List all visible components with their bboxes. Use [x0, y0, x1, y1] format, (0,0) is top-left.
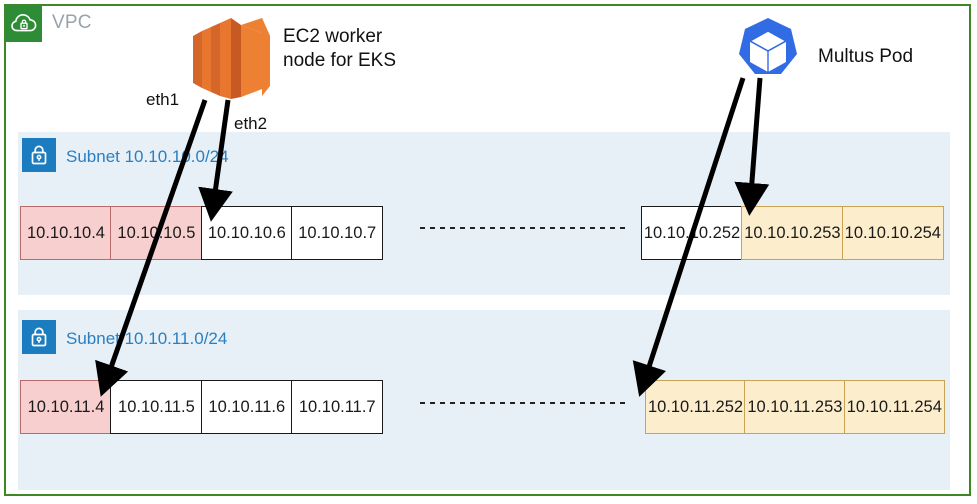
ip-cell[interactable]: 10.10.10.6 [200, 206, 293, 260]
ip-cell[interactable]: 10.10.10.254 [841, 206, 944, 260]
ec2-node-label: EC2 worker node for EKS [283, 26, 397, 72]
ip-cell[interactable]: 10.10.10.5 [110, 206, 203, 260]
subnet-lock-icon [22, 138, 56, 172]
ip-cell[interactable]: 10.10.11.254 [843, 380, 945, 434]
ip-table-subnet2-right: 10.10.11.252 10.10.11.253 10.10.11.254 [645, 380, 945, 434]
ip-cell[interactable]: 10.10.10.252 [641, 206, 743, 260]
ip-cell[interactable]: 10.10.10.4 [20, 206, 112, 260]
subnet-title-2: Subnet 10.10.11.0/24 [66, 329, 228, 348]
eth2-label: eth2 [234, 114, 268, 133]
ip-cell[interactable]: 10.10.11.253 [744, 380, 846, 434]
ip-cell[interactable]: 10.10.11.7 [291, 380, 384, 434]
multus-pod-label: Multus Pod [818, 46, 914, 67]
ip-cell[interactable]: 10.10.11.6 [200, 380, 293, 434]
vpc-label: VPC [52, 12, 92, 33]
ip-cell[interactable]: 10.10.11.4 [20, 380, 112, 434]
ip-table-subnet1-right: 10.10.10.252 10.10.10.253 10.10.10.254 [641, 206, 944, 260]
ip-cell[interactable]: 10.10.11.252 [645, 380, 746, 434]
eth1-label: eth1 [146, 90, 180, 109]
ip-cell[interactable]: 10.10.10.253 [741, 206, 844, 260]
ip-cell[interactable]: 10.10.10.7 [291, 206, 384, 260]
subnet-title-1: Subnet 10.10.10.0/24 [66, 147, 229, 166]
ip-cell[interactable]: 10.10.11.5 [110, 380, 203, 434]
subnet-lock-icon [22, 320, 56, 354]
vpc-cloud-lock-icon [6, 6, 42, 42]
ip-table-subnet2-left: 10.10.11.4 10.10.11.5 10.10.11.6 10.10.1… [20, 380, 384, 434]
ip-table-subnet1-left: 10.10.10.4 10.10.10.5 10.10.10.6 10.10.1… [20, 206, 384, 260]
